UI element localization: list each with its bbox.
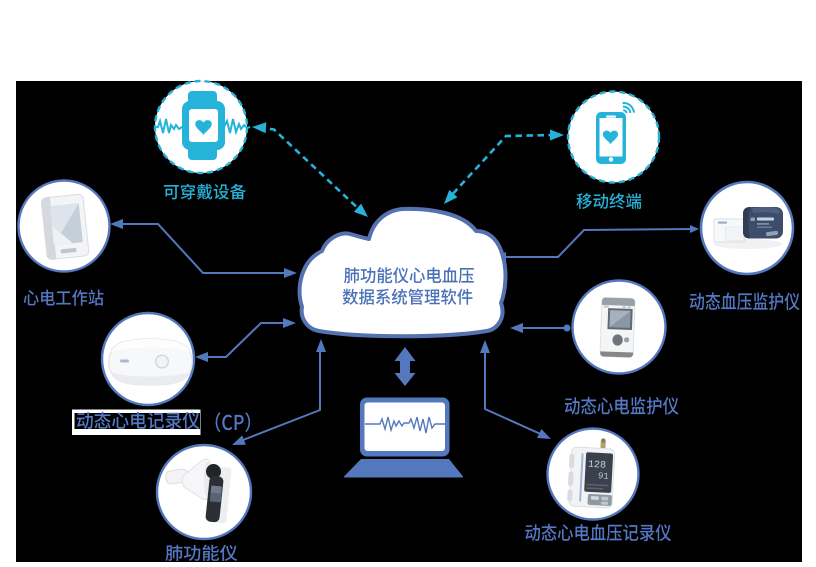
svg-text:128: 128 bbox=[588, 460, 607, 472]
svg-text:91: 91 bbox=[598, 471, 609, 482]
